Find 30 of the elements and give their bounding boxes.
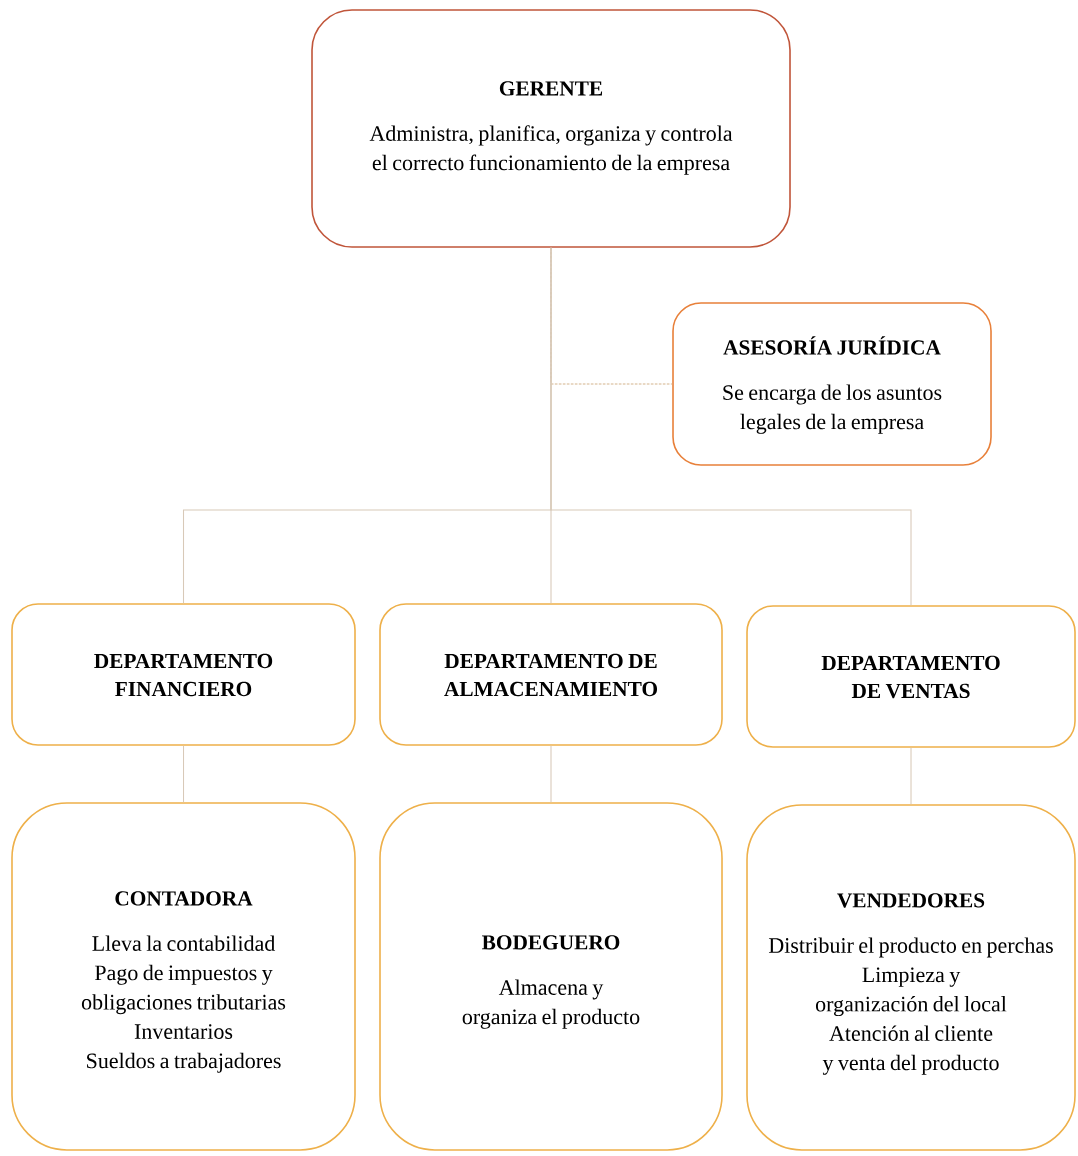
box-text: Limpieza y organización del local [816,967,1007,1017]
box-heading: DEPARTAMENTO DE ALMACENAMIENTO [444,653,657,697]
box-heading: DEPARTAMENTO DE VENTAS [821,655,1000,699]
box-text: Sueldos a trabajadores [87,1052,281,1073]
box-heading: VENDEDORES [837,893,985,908]
connector-line [550,247,912,606]
box-heading: DEPARTAMENTO FINANCIERO [94,653,273,697]
connector-line [910,747,912,805]
box-text: Atención al cliente y venta del producto [822,1025,999,1075]
box-heading: BODEGUERO [482,935,620,950]
org-box [746,804,1076,1151]
box-text: Almacena y organiza el producto [462,979,640,1029]
box-text: Distribuir el producto en perchas [768,937,1053,958]
org-box [311,9,791,248]
org-box [379,802,723,1151]
box-text: Pago de impuestos y obligaciones tributarias [81,964,286,1015]
org-box [379,603,723,746]
box-text: Se encarga de los asuntos legales de la empresa [723,384,942,434]
connector-line [182,745,185,803]
org-box [11,603,356,746]
box-heading: ASESORÍA JURÍDICA [723,336,941,355]
org-box [11,802,356,1151]
org-box [746,605,1076,748]
box-text: Administra, planifica, organiza y controla el correcto funcionamiento de la empresa [369,125,733,175]
box-heading: GERENTE [499,81,603,96]
box-text: Inventarios [134,1024,233,1039]
box-heading: CONTADORA [115,891,253,906]
org-box [672,302,992,466]
connector-line [550,745,552,803]
box-text: Lleva la contabilidad [92,935,276,951]
